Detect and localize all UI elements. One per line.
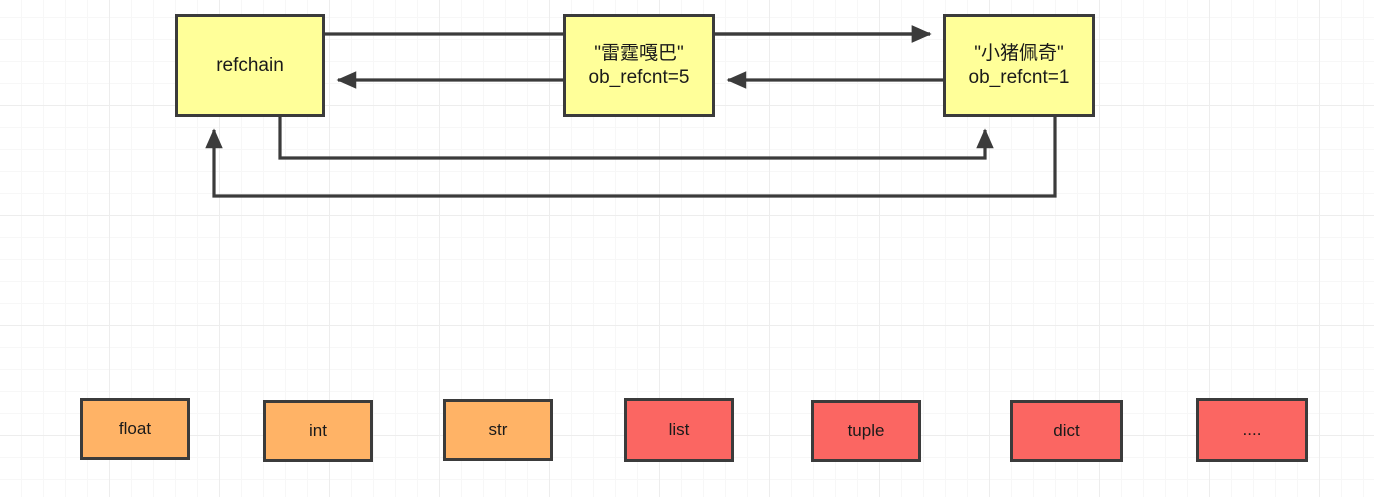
node-dict[interactable]: dict bbox=[1010, 400, 1123, 462]
node-list-label: list bbox=[668, 419, 690, 439]
node-ellipsis[interactable]: .... bbox=[1196, 398, 1308, 462]
node-leiting-gaba-line-2: ob_refcnt=5 bbox=[588, 66, 690, 88]
node-xiaozhu-peiqi-line-1: "小猪佩奇" bbox=[974, 43, 1064, 65]
edge-xiaozhu-to-refchain-loop bbox=[205, 117, 1057, 198]
node-float[interactable]: float bbox=[80, 398, 190, 460]
node-leiting-gaba[interactable]: "雷霆嘎巴" ob_refcnt=5 bbox=[563, 14, 715, 117]
node-tuple-label: tuple bbox=[847, 420, 885, 440]
node-refchain-line-1: refchain bbox=[216, 54, 284, 76]
node-xiaozhu-peiqi-line-2: ob_refcnt=1 bbox=[968, 66, 1070, 88]
node-str[interactable]: str bbox=[443, 399, 553, 461]
node-refchain[interactable]: refchain bbox=[175, 14, 325, 117]
node-dict-label: dict bbox=[1053, 420, 1080, 440]
node-tuple[interactable]: tuple bbox=[811, 400, 921, 462]
node-float-label: float bbox=[118, 418, 152, 438]
node-str-label: str bbox=[488, 419, 508, 439]
node-ellipsis-label: .... bbox=[1242, 419, 1262, 439]
edge-refchain-to-xiaozhu-loop bbox=[278, 117, 994, 160]
node-xiaozhu-peiqi[interactable]: "小猪佩奇" ob_refcnt=1 bbox=[943, 14, 1095, 117]
node-list[interactable]: list bbox=[624, 398, 734, 462]
node-int[interactable]: int bbox=[263, 400, 373, 462]
node-int-label: int bbox=[309, 420, 327, 440]
node-leiting-gaba-line-1: "雷霆嘎巴" bbox=[594, 43, 684, 65]
